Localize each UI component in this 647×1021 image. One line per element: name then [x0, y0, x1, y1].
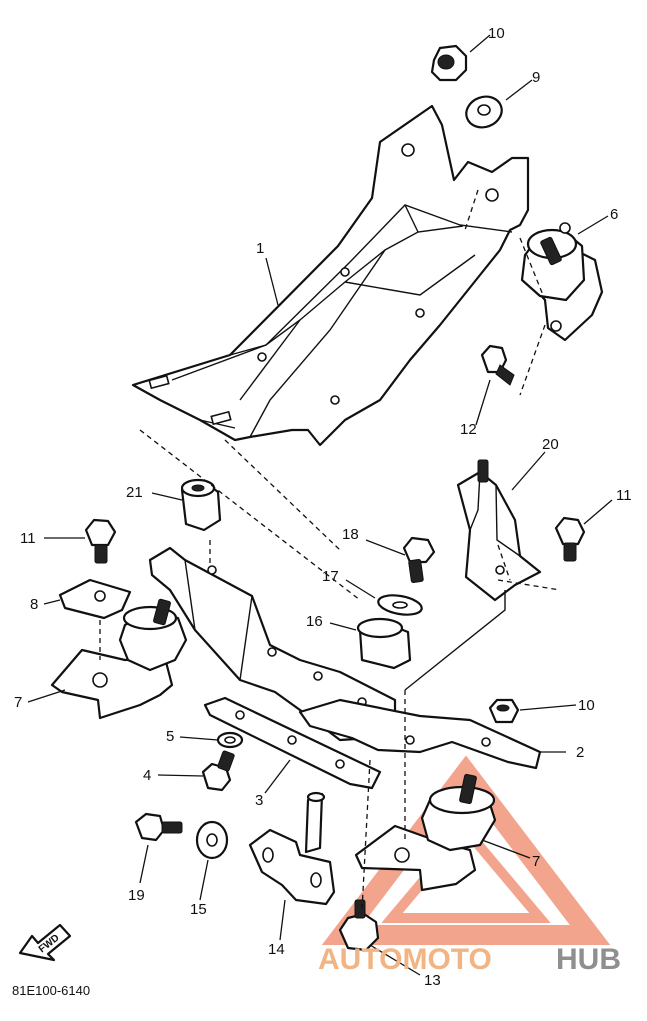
- drawing-code: 81E100-6140: [12, 983, 90, 998]
- part-11-bolt-right: [554, 516, 586, 562]
- part-10-nut-mid: [488, 698, 520, 724]
- callout-12: 12: [460, 421, 477, 438]
- part-18-washer: [195, 820, 229, 860]
- callout-16: 17: [322, 568, 339, 585]
- part-7-mount-right: [354, 773, 497, 892]
- part-2-plate: [298, 698, 542, 770]
- callout-17: 18: [342, 526, 359, 543]
- part-9-washer-top: [465, 95, 503, 129]
- part-14-bracket: [248, 791, 336, 906]
- callout-10-top: 10: [488, 25, 505, 42]
- callout-2: 2: [576, 744, 584, 761]
- part-3-bolt: [201, 750, 235, 792]
- callout-7-left: 7: [14, 694, 22, 711]
- callout-6: 6: [610, 206, 618, 223]
- part-5-plate: [203, 696, 382, 790]
- part-10-nut-top: [430, 44, 468, 82]
- watermark-automoto: AUTOMOTO: [318, 943, 492, 976]
- part-11-bolt-left: [84, 518, 117, 564]
- callout-7-right: 7: [532, 853, 540, 870]
- callout-1: 1: [256, 240, 264, 257]
- callout-numbers: 10 9 6 1 12 20 11 21 11 18 17 16 8 7 10 …: [14, 25, 632, 989]
- part-13-nut: [338, 899, 380, 952]
- callout-15: 16: [306, 613, 323, 630]
- callout-9: 9: [532, 69, 540, 86]
- part-8-plate: [58, 578, 132, 620]
- callout-21: 21: [126, 484, 143, 501]
- callout-20: 20: [542, 436, 559, 453]
- callout-11-left: 11: [20, 530, 36, 547]
- callout-18: 15: [190, 901, 207, 918]
- fwd-arrow-icon: FWD: [18, 923, 72, 962]
- part-1-skid-plate: [131, 104, 530, 447]
- part-6-rubber-mount: [520, 222, 604, 342]
- part-12-bolt: [480, 344, 515, 386]
- watermark-hub: HUB: [556, 943, 621, 976]
- part-19-bolt: [134, 812, 183, 842]
- callout-5: 3: [255, 792, 263, 809]
- callout-3: 4: [143, 767, 151, 784]
- part-7-mount-left: [50, 598, 188, 720]
- part-4-washer: [216, 731, 244, 749]
- callout-8: 8: [30, 596, 38, 613]
- callout-19: 19: [128, 887, 145, 904]
- part-16-washer: [377, 594, 423, 616]
- callout-10-mid: 10: [578, 697, 595, 714]
- callout-13: 13: [424, 972, 441, 989]
- watermark-text: AUTOMOTO HUB: [318, 943, 621, 976]
- callout-leaders: [27, 34, 613, 976]
- part-17-bolt: [402, 536, 436, 583]
- callout-14: 14: [268, 941, 285, 958]
- callout-11-right: 11: [616, 487, 632, 504]
- part-20-bracket: [456, 459, 542, 602]
- part-15-spacer: [356, 617, 412, 670]
- part-21-spacer: [180, 478, 222, 532]
- alignment-lines: [99, 189, 561, 911]
- callout-4: 5: [166, 728, 174, 745]
